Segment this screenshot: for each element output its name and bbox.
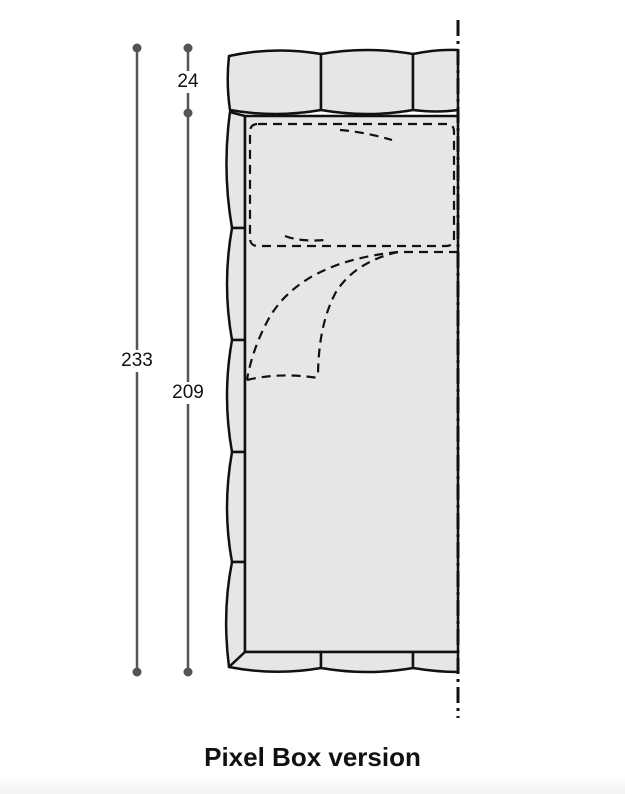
dimension-line-inner: [183, 43, 193, 677]
pillow-crease-bottom: [284, 234, 326, 242]
arm-segment-3: [225, 338, 247, 454]
arm-segment-2: [225, 226, 247, 342]
dimension-label-overall: 233: [115, 350, 159, 372]
arm-segment-1: [225, 110, 247, 230]
back-cushion-3: [411, 48, 460, 113]
dimension-label-seat: 209: [166, 382, 210, 404]
arm-segment-4: [225, 450, 247, 564]
dimension-label-back: 24: [172, 71, 204, 93]
diagram-title: Pixel Box version: [204, 742, 421, 772]
front-cushion-2: [319, 650, 415, 674]
arm-segment-5: [224, 560, 247, 669]
fold-bottom: [246, 374, 319, 382]
sofa-body: [224, 48, 460, 674]
bottom-gradient: [0, 776, 625, 794]
pillow-crease-top: [339, 128, 393, 142]
fold-inner: [316, 250, 399, 379]
front-cushion-1: [227, 650, 323, 673]
fold-outer: [245, 250, 458, 381]
seat-area: [243, 114, 460, 654]
back-cushion-1: [226, 49, 323, 116]
front-cushion-3: [411, 650, 460, 674]
hidden-lines: [245, 122, 458, 382]
pillow-outline: [248, 122, 456, 248]
back-cushion-2: [319, 48, 415, 116]
